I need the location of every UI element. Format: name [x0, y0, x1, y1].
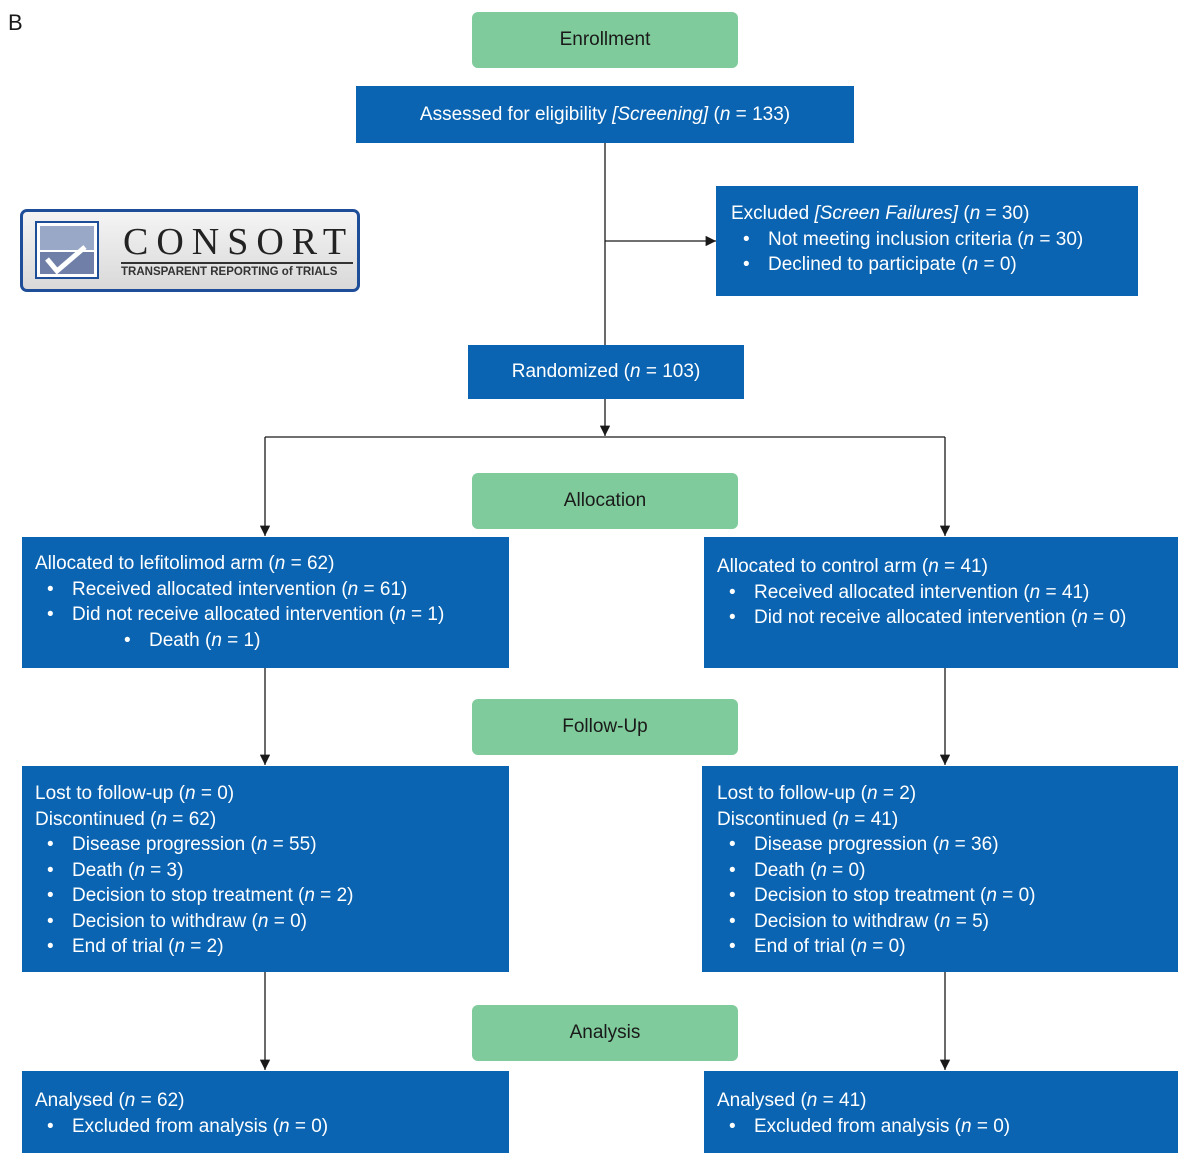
randomized-box: Randomized (n = 103) — [468, 345, 744, 399]
left-discontinued: Discontinued (n = 62) — [35, 808, 217, 830]
right-followup-box: Lost to follow-up (n = 2) Discontinued (… — [702, 766, 1178, 972]
logo-rule — [121, 262, 353, 264]
right-discontinued: Discontinued (n = 41) — [717, 808, 899, 830]
list-item: Disease progression (n = 36) — [717, 832, 1178, 858]
right-lost-followup: Lost to follow-up (n = 2) — [717, 783, 917, 804]
list-item: End of trial (n = 2) — [35, 934, 509, 960]
assessed-tag: [Screening] — [612, 103, 709, 125]
list-item: Did not receive allocated intervention (… — [717, 605, 1178, 631]
checkbox-logo-icon — [35, 221, 99, 279]
right-allocation-heading: Allocated to control arm (n = 41) — [717, 556, 988, 577]
left-analysed: Analysed (n = 62) — [35, 1090, 185, 1111]
list-item: Excluded from analysis (n = 0) — [35, 1114, 509, 1140]
list-item: Received allocated intervention (n = 61) — [35, 577, 509, 603]
list-subitem: Death (n = 1) — [35, 628, 509, 654]
excluded-heading: Excluded [Screen Failures] (n = 30) — [731, 203, 1030, 224]
list-item: Received allocated intervention (n = 41) — [717, 580, 1178, 606]
right-allocation-box: Allocated to control arm (n = 41) Receiv… — [704, 537, 1178, 668]
right-analysis-box: Analysed (n = 41) Excluded from analysis… — [704, 1071, 1178, 1153]
randomized-label: Randomized — [511, 361, 624, 383]
logo-tagline: TRANSPARENT REPORTING of TRIALS — [121, 266, 338, 278]
randomized-count: 103 — [662, 361, 694, 383]
list-item: Not meeting inclusion criteria (n = 30) — [731, 227, 1138, 253]
list-item: Did not receive allocated intervention (… — [35, 602, 509, 628]
assessed-box: Assessed for eligibility [Screening] (n … — [356, 86, 854, 143]
panel-letter: B — [8, 10, 23, 35]
list-item: Death (n = 3) — [35, 858, 509, 884]
list-item: Decision to withdraw (n = 5) — [717, 909, 1178, 935]
stage-enrollment: Enrollment — [472, 12, 738, 68]
assessed-label: Assessed for eligibility — [419, 103, 613, 125]
list-item: Decision to withdraw (n = 0) — [35, 909, 509, 935]
list-item: Declined to participate (n = 0) — [731, 252, 1138, 278]
stage-follow-up: Follow-Up — [472, 699, 738, 755]
logo-wordmark: CONSORT — [123, 221, 355, 263]
list-item: Decision to stop treatment (n = 2) — [35, 883, 509, 909]
right-analysed: Analysed (n = 41) — [717, 1090, 867, 1111]
left-followup-box: Lost to follow-up (n = 0) Discontinued (… — [22, 766, 509, 972]
list-item: Excluded from analysis (n = 0) — [717, 1114, 1178, 1140]
left-lost-followup: Lost to follow-up (n = 0) — [35, 783, 235, 804]
left-analysis-box: Analysed (n = 62) Excluded from analysis… — [22, 1071, 509, 1153]
stage-allocation: Allocation — [472, 473, 738, 529]
consort-logo: CONSORT TRANSPARENT REPORTING of TRIALS — [20, 209, 360, 292]
list-item: Death (n = 0) — [717, 858, 1178, 884]
list-item: Disease progression (n = 55) — [35, 832, 509, 858]
excluded-box: Excluded [Screen Failures] (n = 30) Not … — [716, 186, 1138, 296]
left-allocation-heading: Allocated to lefitolimod arm (n = 62) — [35, 553, 335, 574]
stage-analysis: Analysis — [472, 1005, 738, 1061]
list-item: End of trial (n = 0) — [717, 934, 1178, 960]
left-allocation-box: Allocated to lefitolimod arm (n = 62) Re… — [22, 537, 509, 668]
list-item: Decision to stop treatment (n = 0) — [717, 883, 1178, 909]
assessed-count: 133 — [752, 103, 784, 125]
